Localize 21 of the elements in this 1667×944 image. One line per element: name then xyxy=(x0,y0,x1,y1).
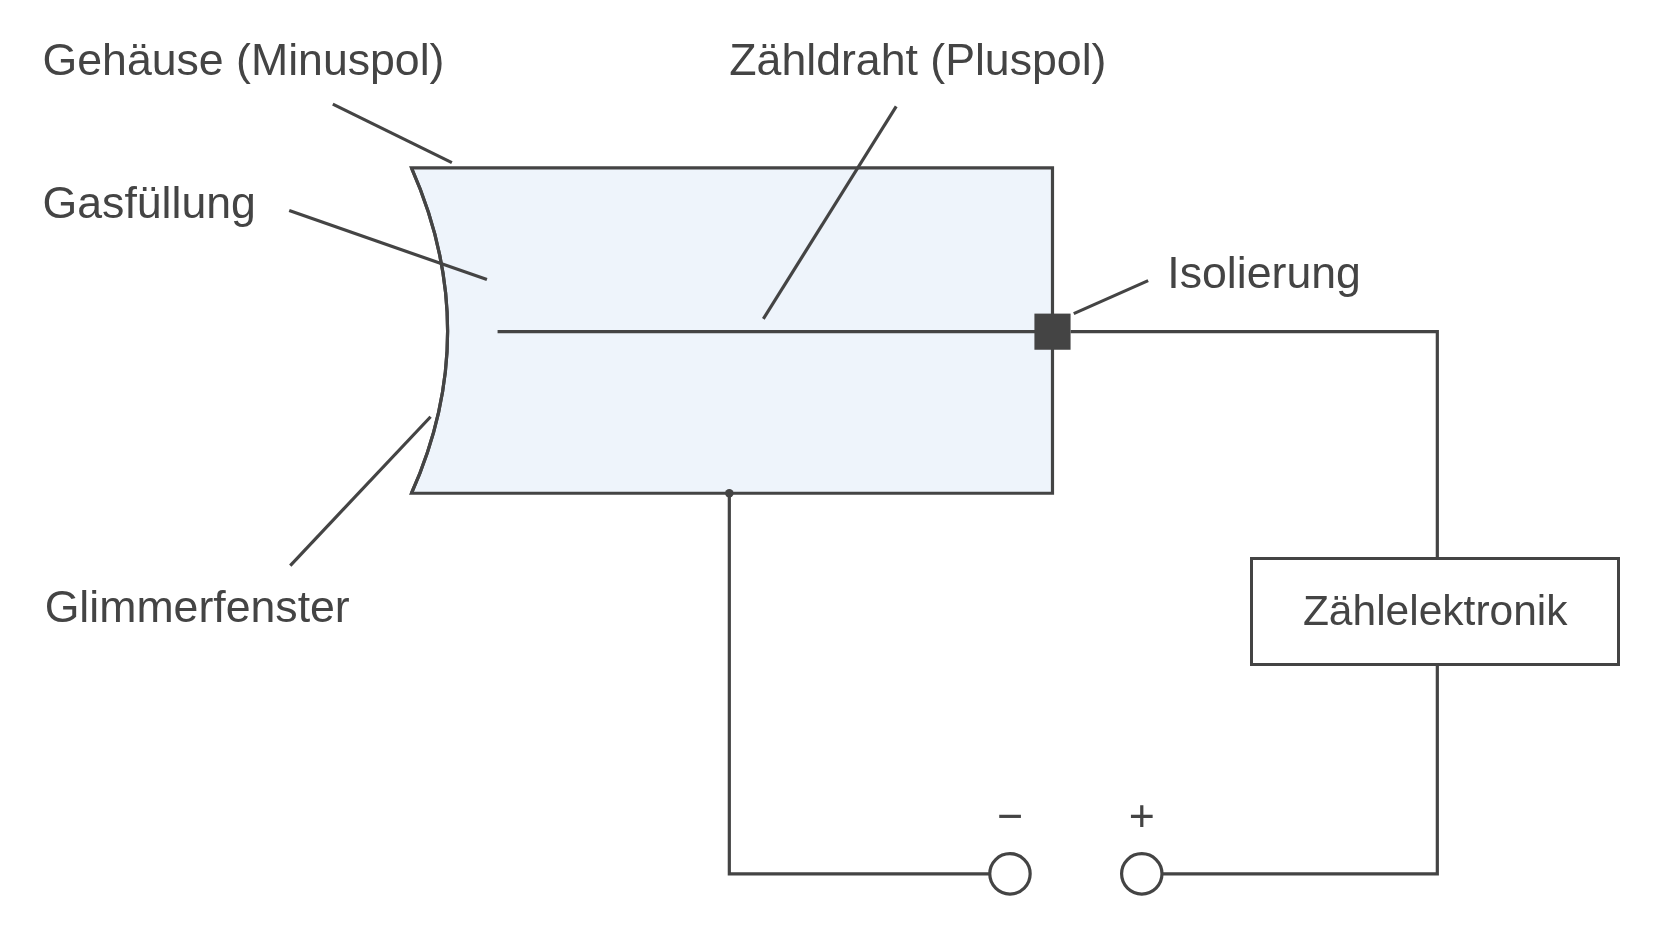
leader-line xyxy=(1073,279,1149,316)
wire xyxy=(1162,665,1439,876)
part-label: Zähldraht (Pluspol) xyxy=(729,38,1107,83)
polarity-sign: − xyxy=(995,794,1024,839)
wire xyxy=(725,489,990,876)
mica-window xyxy=(410,167,450,494)
leader-line xyxy=(762,105,898,320)
part-label: Glimmerfenster xyxy=(44,584,350,630)
tube-housing xyxy=(409,166,1055,495)
leader-line xyxy=(289,415,432,567)
part-label: Gasfüllung xyxy=(42,180,256,226)
leader-line xyxy=(332,102,453,165)
wire xyxy=(1070,330,1439,558)
electronics-box: Zählelektronik xyxy=(1250,557,1621,666)
part-label: Isolierung xyxy=(1167,250,1361,296)
insulator-block xyxy=(1034,313,1071,350)
terminal-circle xyxy=(988,852,1032,896)
polarity-sign: + xyxy=(1127,794,1156,839)
leader-line xyxy=(288,209,488,282)
part-label: Gehäuse (Minuspol) xyxy=(42,38,445,83)
terminal-circle xyxy=(1120,852,1164,896)
